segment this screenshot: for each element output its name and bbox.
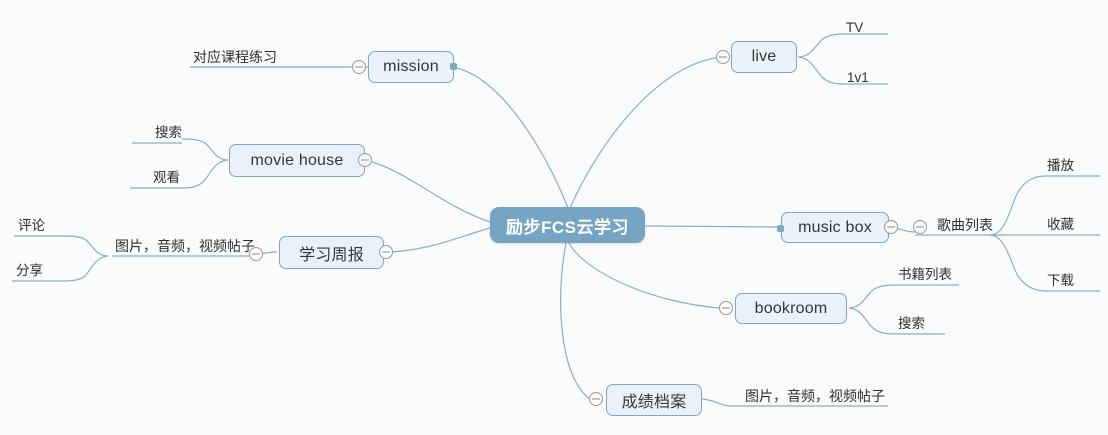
collapse-minus-icon-weekly-posts[interactable] xyxy=(249,247,263,261)
collapse-minus-icon-music-box[interactable] xyxy=(884,220,898,234)
link-moviehouse-search xyxy=(181,138,229,161)
collapse-minus-icon-grade-archive[interactable] xyxy=(589,392,603,406)
connector-dot-icon-mission xyxy=(450,63,457,70)
link-bookroom-search xyxy=(848,307,899,335)
leaf-book-search[interactable]: 搜索 xyxy=(898,316,925,331)
link-root-mission xyxy=(451,66,569,209)
link-live-tv xyxy=(797,33,849,58)
link-root-musicbox xyxy=(644,225,781,228)
node-movie-house[interactable]: movie house xyxy=(229,144,365,177)
node-grade-archive[interactable]: 成绩档案 xyxy=(606,384,702,416)
node-mission[interactable]: mission xyxy=(368,51,454,83)
collapse-minus-icon-song-list[interactable] xyxy=(913,220,927,234)
link-bookroom-booklist xyxy=(848,284,899,309)
root-node[interactable]: 励步FCS云学习 xyxy=(490,207,645,243)
node-bookroom[interactable]: bookroom xyxy=(735,293,847,324)
leaf-movie-search[interactable]: 搜索 xyxy=(155,125,182,140)
link-root-live xyxy=(569,56,724,209)
leaf-mission-child[interactable]: 对应课程练习 xyxy=(193,49,277,65)
node-live[interactable]: live xyxy=(731,41,797,73)
leaf-weekly-share[interactable]: 分享 xyxy=(16,263,43,278)
leaf-song-download[interactable]: 下载 xyxy=(1047,273,1074,288)
link-gradearchive-posts xyxy=(701,398,731,407)
leaf-weekly-comment[interactable]: 评论 xyxy=(18,218,45,233)
link-posts-comment xyxy=(61,235,109,257)
leaf-live-1v1[interactable]: 1v1 xyxy=(847,70,869,85)
leaf-song-play[interactable]: 播放 xyxy=(1047,158,1074,173)
node-music-box[interactable]: music box xyxy=(781,212,889,243)
leaf-song-list[interactable]: 歌曲列表 xyxy=(937,217,993,233)
collapse-minus-icon-study-weekly[interactable] xyxy=(379,245,393,259)
node-study-weekly[interactable]: 学习周报 xyxy=(279,236,384,269)
link-root-bookroom xyxy=(568,242,720,309)
link-songlist-download xyxy=(989,234,1047,292)
leaf-live-tv[interactable]: TV xyxy=(846,20,864,35)
link-root-gradearchive xyxy=(560,242,591,400)
link-root-moviehouse xyxy=(365,159,491,223)
leaf-movie-watch[interactable]: 观看 xyxy=(153,170,180,185)
connector-dot-icon-music-box xyxy=(777,225,784,232)
collapse-minus-icon-mission[interactable] xyxy=(352,60,366,74)
collapse-minus-icon-movie-house[interactable] xyxy=(358,153,372,167)
link-songlist-play xyxy=(989,175,1047,236)
leaf-book-list[interactable]: 书籍列表 xyxy=(898,267,952,282)
link-moviehouse-watch xyxy=(179,159,229,189)
collapse-minus-icon-live[interactable] xyxy=(716,50,730,64)
collapse-minus-icon-bookroom[interactable] xyxy=(719,301,733,315)
link-root-studyweekly xyxy=(388,227,491,253)
leaf-grade-posts[interactable]: 图片，音频，视频帖子 xyxy=(745,388,885,404)
leaf-song-fav[interactable]: 收藏 xyxy=(1047,217,1074,232)
leaf-weekly-posts[interactable]: 图片，音频，视频帖子 xyxy=(115,238,255,254)
link-posts-share xyxy=(59,255,109,282)
link-live-1v1 xyxy=(797,56,849,85)
